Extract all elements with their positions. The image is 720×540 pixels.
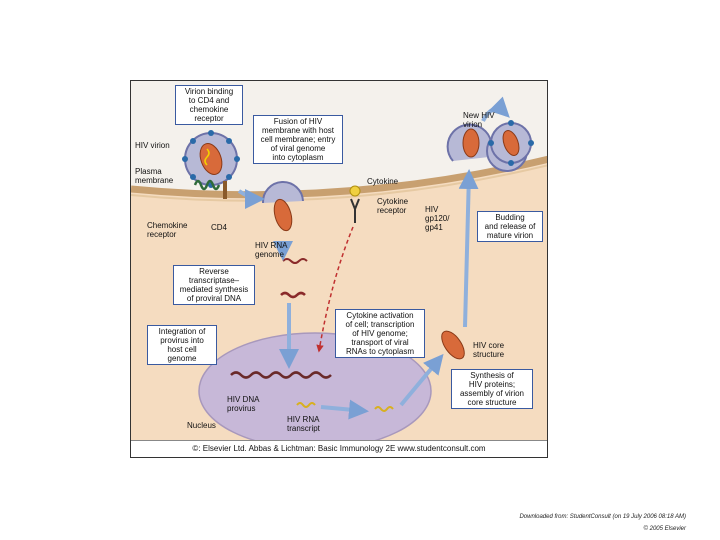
arrow-out-of-nucleus xyxy=(320,399,369,420)
fusion-box: Fusion of HIV membrane with host cell me… xyxy=(253,115,343,164)
new-hiv-virion-label: New HIV virion xyxy=(463,111,495,129)
hiv-core-structure-label: HIV core structure xyxy=(473,341,505,359)
cytoplasm-rna-icon xyxy=(374,406,394,412)
core-structure-icon xyxy=(441,330,465,360)
nucleus-label: Nucleus xyxy=(187,421,216,430)
chemokine-receptor-icon xyxy=(193,179,221,191)
figure-copyright: ©: Elsevier Ltd. Abbas & Lichtman: Basic… xyxy=(131,440,547,457)
arrow-to-budding xyxy=(458,169,479,328)
cytokine-signal-arrow xyxy=(316,226,354,353)
chemokine-receptor-label: Chemokine receptor xyxy=(147,221,188,239)
footer-copyright: © 2005 Elsevier xyxy=(643,526,686,532)
cytokine-label: Cytokine xyxy=(367,177,399,186)
hiv-rna-genome-label: HIV RNA genome xyxy=(255,241,288,259)
hiv-dna-provirus-label: HIV DNA provirus xyxy=(227,395,260,413)
cd4-icon xyxy=(223,181,227,199)
cytokine-icon xyxy=(349,185,361,197)
arrow-to-core xyxy=(399,353,444,407)
virion-binding-box: Virion binding to CD4 and chemokine rece… xyxy=(175,85,243,125)
reverse-transcriptase-box: Reverse transcriptase– mediated synthesi… xyxy=(173,265,255,305)
arrow-entry xyxy=(237,188,265,209)
hiv-virion-label: HIV virion xyxy=(135,141,170,150)
plasma-membrane xyxy=(131,155,547,199)
cytokine-activation-box: Cytokine activation of cell; transcripti… xyxy=(335,309,425,358)
mature-virion-icon xyxy=(488,120,534,166)
hiv-rna-transcript-label: HIV RNA transcript xyxy=(287,415,320,433)
cd4-label: CD4 xyxy=(211,223,228,232)
integrated-provirus-icon xyxy=(230,371,332,379)
synthesis-box: Synthesis of HIV proteins; assembly of v… xyxy=(451,369,533,409)
budding-box: Budding and release of mature virion xyxy=(477,211,543,242)
cytokine-receptor-icon xyxy=(350,198,360,223)
hiv-life-cycle-figure: Virion binding to CD4 and chemokine rece… xyxy=(130,80,548,458)
flow-arrows xyxy=(237,96,510,420)
plasma-membrane-label: Plasma membrane xyxy=(135,167,174,185)
proviral-dna-icon xyxy=(280,291,306,299)
integration-box: Integration of provirus into host cell g… xyxy=(147,325,217,365)
hiv-gp-label: HIV gp120/ gp41 xyxy=(425,205,450,232)
rna-transcript-icon xyxy=(296,402,316,408)
download-note: Downloaded from: StudentConsult (on 19 J… xyxy=(519,514,686,520)
hiv-virion-icon xyxy=(182,130,240,188)
cytokine-receptor-label: Cytokine receptor xyxy=(377,197,409,215)
budding-virion-icon xyxy=(446,123,493,162)
arrow-release xyxy=(481,96,510,122)
diagram-canvas xyxy=(131,96,547,457)
